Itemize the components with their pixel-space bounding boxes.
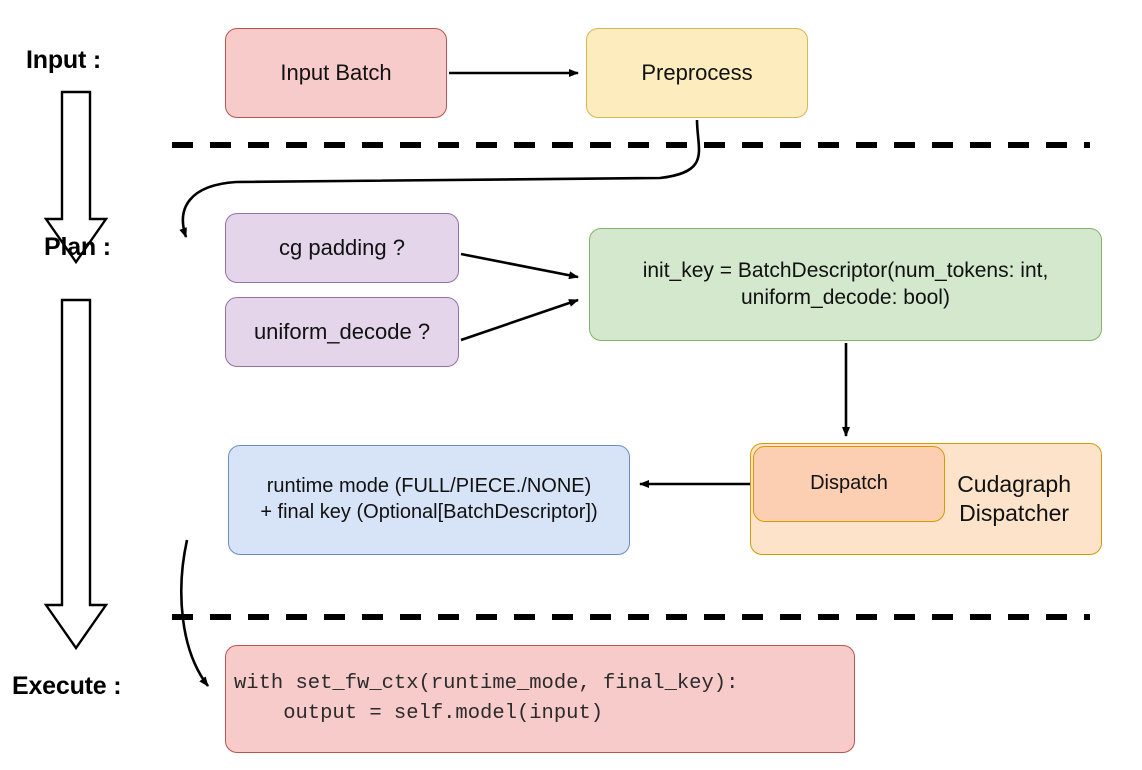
node-code-block[interactable]: with set_fw_ctx(runtime_mode, final_key)… (225, 645, 855, 753)
node-runtime-mode[interactable]: runtime mode (FULL/PIECE./NONE) + final … (228, 445, 630, 555)
node-init-key-batch-descriptor[interactable]: init_key = BatchDescriptor(num_tokens: i… (589, 228, 1102, 341)
node-uniform-decode[interactable]: uniform_decode ? (225, 297, 459, 367)
node-input-batch[interactable]: Input Batch (225, 28, 447, 118)
node-dispatch[interactable]: Dispatch (753, 446, 945, 522)
plan-to-execute-flow-arrow (43, 298, 109, 651)
edge-runtime-mode-to-code-block (180, 539, 210, 687)
edge-cg-padding-to-init-key (460, 252, 579, 280)
phase-label-input: Input : (26, 46, 101, 74)
phase-label-plan: Plan : (44, 233, 111, 261)
node-preprocess[interactable]: Preprocess (586, 28, 808, 118)
edge-uniform-decode-to-init-key (460, 298, 579, 342)
node-cg-padding[interactable]: cg padding ? (225, 213, 459, 283)
phase-label-execute: Execute : (12, 672, 122, 700)
